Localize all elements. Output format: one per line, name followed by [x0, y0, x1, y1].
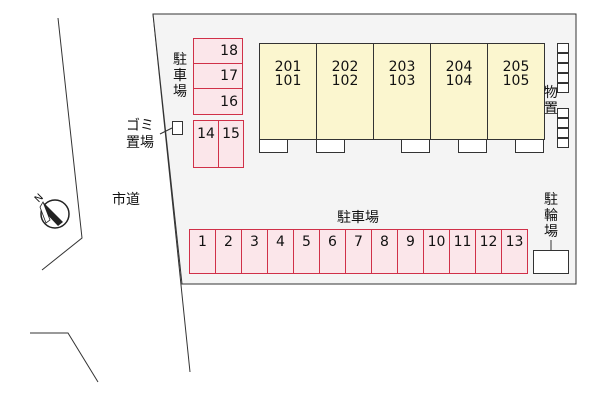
- parking-stall-7[interactable]: 7: [345, 229, 372, 274]
- unit-front-box: [401, 139, 430, 153]
- side-parking-label: 駐車場: [173, 52, 187, 100]
- storage-cell: [557, 138, 569, 148]
- road-edge-lower-left: [30, 332, 99, 383]
- storage-cell: [557, 53, 569, 63]
- parking-row: 1 2 3 4 5 6 7 8 9 10 11 12 13: [189, 229, 528, 274]
- parking-stall-6[interactable]: 6: [319, 229, 346, 274]
- parking-stall-4[interactable]: 4: [267, 229, 294, 274]
- bicycle-label: 駐輪場: [544, 192, 558, 240]
- unit-lower-number: 101: [274, 73, 302, 89]
- unit-upper-number: 202: [331, 59, 359, 75]
- parking-stall-3[interactable]: 3: [241, 229, 268, 274]
- unit-front-box: [515, 139, 544, 153]
- parking-stall-12[interactable]: 12: [475, 229, 502, 274]
- parking-stall-17[interactable]: 17: [193, 63, 243, 89]
- unit-upper-number: 201: [274, 59, 302, 75]
- parking-stall-13[interactable]: 13: [501, 229, 528, 274]
- unit-lower-number: 104: [445, 73, 473, 89]
- unit-204-104[interactable]: 204 104: [430, 43, 488, 140]
- unit-front-box: [458, 139, 487, 153]
- unit-upper-number: 205: [502, 59, 530, 75]
- unit-lower-number: 103: [388, 73, 416, 89]
- storage-column-upper: [557, 43, 569, 93]
- parking-stall-9[interactable]: 9: [397, 229, 424, 274]
- garbage-label: ゴミ置場: [126, 118, 154, 151]
- unit-205-105[interactable]: 205 105: [487, 43, 545, 140]
- unit-202-102[interactable]: 202 102: [316, 43, 374, 140]
- garbage-leader: [159, 127, 173, 135]
- unit-lower-number: 105: [502, 73, 530, 89]
- parking-stall-14[interactable]: 14: [193, 120, 219, 168]
- parking-stall-11[interactable]: 11: [449, 229, 476, 274]
- unit-upper-number: 204: [445, 59, 473, 75]
- garbage-box: [172, 121, 183, 135]
- storage-cell: [557, 118, 569, 128]
- storage-column-lower: [557, 108, 569, 148]
- road-label: 市道: [112, 192, 140, 208]
- compass-icon: [39, 199, 70, 229]
- parking-stall-18[interactable]: 18: [193, 38, 243, 64]
- storage-cell: [557, 108, 569, 118]
- road-edge-upper-left: [41, 17, 83, 271]
- unit-upper-number: 203: [388, 59, 416, 75]
- main-parking-label: 駐車場: [337, 210, 379, 226]
- storage-cell: [557, 73, 569, 83]
- storage-label: 物置: [544, 85, 558, 117]
- storage-cell: [557, 63, 569, 73]
- unit-201-101[interactable]: 201 101: [259, 43, 317, 140]
- unit-front-box: [259, 139, 288, 153]
- unit-front-box: [316, 139, 345, 153]
- bicycle-parking-box: [533, 250, 569, 274]
- parking-stall-2[interactable]: 2: [215, 229, 242, 274]
- parking-stall-16[interactable]: 16: [193, 88, 243, 115]
- parking-stall-8[interactable]: 8: [371, 229, 398, 274]
- parking-stall-10[interactable]: 10: [423, 229, 450, 274]
- parking-stall-1[interactable]: 1: [189, 229, 216, 274]
- storage-cell: [557, 128, 569, 138]
- storage-cell: [557, 83, 569, 93]
- unit-203-103[interactable]: 203 103: [373, 43, 431, 140]
- parking-stall-5[interactable]: 5: [293, 229, 320, 274]
- parking-stall-15[interactable]: 15: [218, 120, 244, 168]
- unit-lower-number: 102: [331, 73, 359, 89]
- storage-cell: [557, 43, 569, 53]
